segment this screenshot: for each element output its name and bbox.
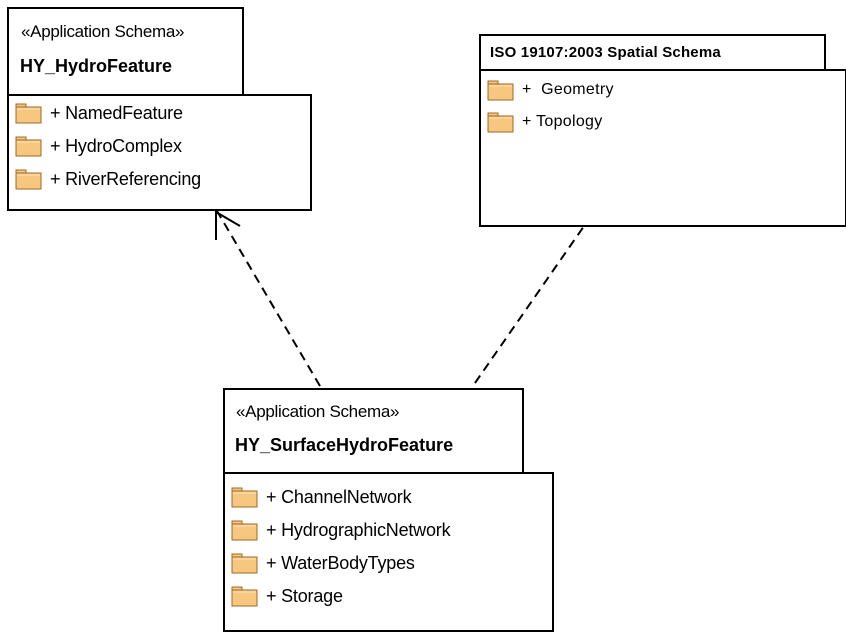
package-body: + NamedFeature + HydroComplex + RiverRef…: [7, 94, 312, 211]
package-item-label: + WaterBodyTypes: [266, 552, 415, 573]
package-item-storage[interactable]: + Storage: [231, 583, 343, 609]
package-item-label: + RiverReferencing: [50, 168, 201, 189]
folder-icon: [15, 103, 42, 124]
package-item-hydrocomplex[interactable]: + HydroComplex: [15, 133, 182, 159]
folder-icon: [487, 112, 514, 133]
package-iso-spatial-schema[interactable]: + Geometry + Topology ISO 19107:2003 Spa…: [479, 34, 846, 227]
package-stereotype: «Application Schema»: [236, 402, 400, 421]
folder-icon: [15, 136, 42, 157]
package-item-geometry[interactable]: + Geometry: [487, 77, 614, 103]
package-item-label: + NamedFeature: [50, 102, 183, 123]
folder-icon: [15, 169, 42, 190]
package-item-topology[interactable]: + Topology: [487, 109, 603, 135]
package-hy-surfacehydrofeature[interactable]: + ChannelNetwork + HydrographicNetwork +…: [223, 388, 554, 632]
package-name: ISO 19107:2003 Spatial Schema: [490, 44, 721, 61]
package-tab: ISO 19107:2003 Spatial Schema: [479, 34, 826, 71]
package-item-label: + ChannelNetwork: [266, 486, 412, 507]
package-body: + Geometry + Topology: [479, 69, 846, 227]
arrow-head-icon: [215, 210, 241, 240]
package-item-hydrographicnetwork[interactable]: + HydrographicNetwork: [231, 517, 451, 543]
package-item-label: + Geometry: [522, 81, 614, 98]
folder-icon: [487, 80, 514, 101]
package-item-namedfeature[interactable]: + NamedFeature: [15, 100, 183, 126]
package-hy-hydrofeature[interactable]: + NamedFeature + HydroComplex + RiverRef…: [7, 7, 312, 211]
folder-icon: [231, 520, 258, 541]
package-tab: «Application Schema» HY_SurfaceHydroFeat…: [223, 388, 524, 474]
package-stereotype: «Application Schema»: [21, 22, 185, 41]
package-item-label: + Topology: [522, 113, 603, 130]
package-item-label: + Storage: [266, 585, 343, 606]
package-item-label: + HydroComplex: [50, 135, 182, 156]
package-name: HY_HydroFeature: [20, 56, 173, 76]
package-body: + ChannelNetwork + HydrographicNetwork +…: [223, 472, 554, 632]
package-name: HY_SurfaceHydroFeature: [235, 435, 454, 455]
package-item-channelnetwork[interactable]: + ChannelNetwork: [231, 484, 412, 510]
folder-icon: [231, 553, 258, 574]
package-item-waterbodytypes[interactable]: + WaterBodyTypes: [231, 550, 415, 576]
folder-icon: [231, 586, 258, 607]
dependency-surface-to-hydro: [215, 210, 321, 387]
folder-icon: [231, 487, 258, 508]
package-tab: «Application Schema» HY_HydroFeature: [7, 7, 244, 96]
package-item-riverreferencing[interactable]: + RiverReferencing: [15, 166, 201, 192]
package-item-label: + HydrographicNetwork: [266, 519, 451, 540]
